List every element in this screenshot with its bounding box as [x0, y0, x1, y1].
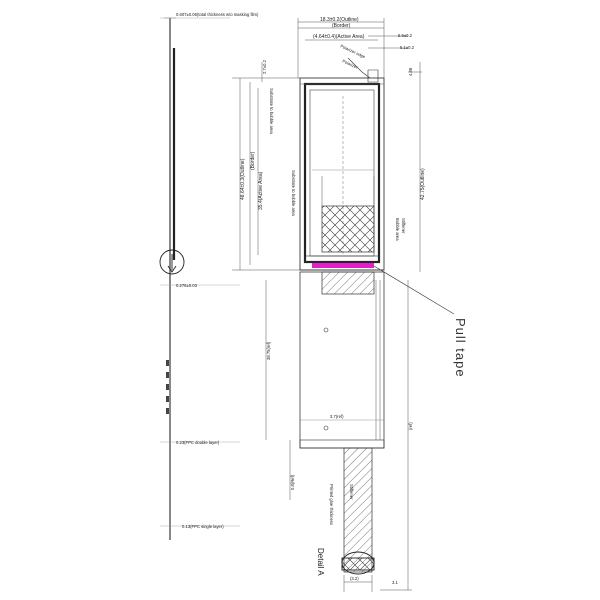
detail-a-label: Detail A [316, 548, 325, 576]
bubble-note-a: Substrate to bubble area [269, 88, 274, 135]
fpc-connector-band [299, 439, 385, 449]
fpc-bottom-width-label: (3.2) [350, 576, 359, 581]
fpc-hole-top [323, 327, 329, 333]
fpc-tail-end [341, 557, 375, 571]
active-area-width-label: (4.64±0.4)(Active Area) [313, 34, 365, 40]
fpc-length-label: 38.75(ref) [266, 341, 271, 360]
dim-5-1-label: 5.1±0.2 [400, 45, 415, 50]
pull-tape-callout: Pull tape [453, 318, 468, 378]
bubble-note-b: Substrate to bubble area [291, 170, 296, 217]
total-length-label: (ref) [408, 422, 413, 430]
left-dimensions [232, 62, 300, 500]
stiffener-right-label: Stiffener [401, 218, 406, 234]
fpc-tail-width-label: 3.7(ref) [330, 414, 344, 419]
active-height-label: 35.4(Active Area) [258, 171, 264, 210]
right-outline-label: 42.75(Outline) [420, 168, 426, 200]
polarizer-edge-label: Polarizer edge [340, 43, 367, 59]
bubble-area-box [321, 205, 375, 253]
border-height-label: (Border) [250, 151, 256, 170]
lower-edge-band [304, 255, 380, 263]
thickness-note: 0.607±0.06(total thickness w/o masking f… [176, 12, 259, 17]
right-dimensions [380, 62, 421, 591]
pull-tape-strip [312, 263, 374, 268]
side-view: 0.607±0.06(total thickness w/o masking f… [159, 12, 259, 540]
dim-4-88-label: 4.88 [408, 67, 413, 76]
display-module [299, 57, 385, 271]
printed-glue-note: Printed glue thickness [329, 484, 334, 525]
fpc-assembly: 3.7(ref) Stiffener Printed glue thicknes… [299, 271, 398, 592]
outline-height-label: 48.64±0.3(Outline) [240, 158, 246, 200]
bubble-area-label: Bubble area [395, 218, 400, 241]
side-view-fpc-blocks [166, 360, 169, 414]
corner-polarizer-tab [367, 69, 379, 83]
side-view-detail-circle [159, 249, 185, 275]
dim-5-9-label: 5.9±0.2 [398, 33, 413, 38]
fpc-pitch-label: 0.8(Ref) [290, 474, 295, 490]
detail-a-circle [341, 551, 375, 575]
stiffener-note: Stiffener [349, 484, 354, 500]
fpc-thickness-label: 0.276±0.03 [176, 283, 198, 288]
fpc-single-label: 0.13(FPC single layer) [182, 524, 224, 529]
pull-tape-leader [373, 265, 455, 315]
fpc-tail [343, 447, 373, 573]
polarizer-label: Polarizer [342, 58, 360, 70]
fpc-hatched-block [321, 271, 375, 295]
fpc-hole-bottom [323, 425, 329, 431]
top-gap-label: 2.7±0.2 [262, 59, 267, 74]
top-dimensions [297, 18, 422, 78]
fpc-bottom-gap-label: 3.1 [392, 580, 398, 585]
outline-width-label: 18.3±0.2(Outline) [320, 17, 359, 23]
fpc-double-label: 0.23(FPC double layer) [176, 440, 220, 445]
fpc-main-body [299, 271, 385, 449]
border-label: (Border) [332, 23, 351, 29]
